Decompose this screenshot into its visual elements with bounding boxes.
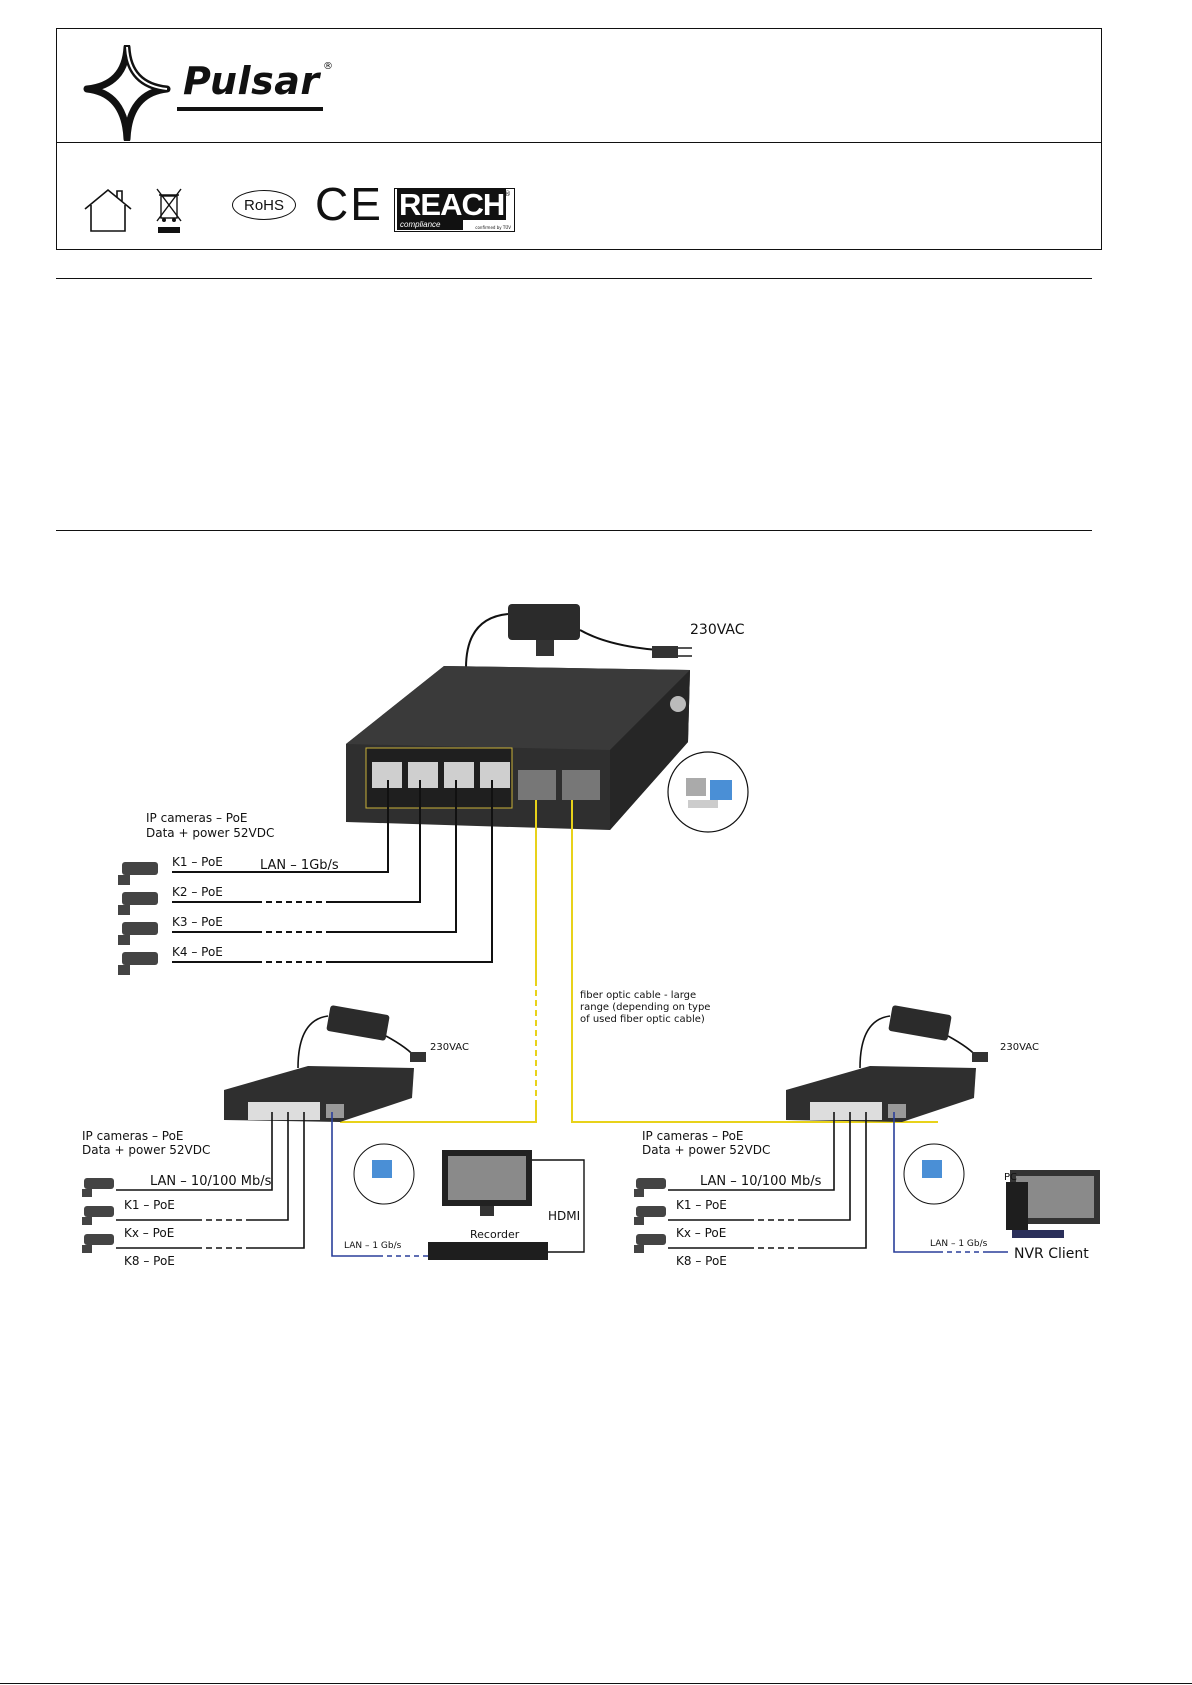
reach-word: REACH <box>397 187 507 222</box>
main-power-adapter <box>465 604 692 669</box>
right-lan-cables <box>668 1112 867 1249</box>
right-lan-label: LAN – 10/100 Mb/s <box>700 1174 822 1189</box>
main-camera-group <box>118 862 158 975</box>
right-power-label: 230VAC <box>1000 1042 1039 1053</box>
right-camera-group <box>634 1178 666 1253</box>
main-lan-label: LAN – 1Gb/s <box>260 858 339 873</box>
main-cameras-title: IP cameras – PoE <box>146 811 248 825</box>
weee-bin-icon <box>156 188 182 233</box>
pc-label: PC <box>1004 1172 1017 1183</box>
hdmi-label: HDMI <box>548 1209 580 1223</box>
left-port-kx: Kx – PoE <box>124 1226 174 1240</box>
house-icon <box>84 188 132 232</box>
registered-mark: ® <box>323 61 333 72</box>
header-divider <box>57 142 1101 143</box>
section-rule-top <box>56 278 1092 279</box>
page-bottom-rule <box>0 1683 1192 1684</box>
main-cameras-sub: Data + power 52VDC <box>146 826 274 840</box>
right-uplink-label: LAN – 1 Gb/s <box>930 1239 988 1249</box>
left-power-label: 230VAC <box>430 1042 469 1053</box>
section-rule-bottom <box>56 530 1092 531</box>
left-cameras-sub: Data + power 52VDC <box>82 1143 210 1157</box>
main-port-k4: K4 – PoE <box>172 945 223 959</box>
left-camera-group <box>82 1178 114 1253</box>
fiber-note-line-3: of used fiber optic cable) <box>580 1014 705 1025</box>
left-switch <box>224 1005 426 1205</box>
right-switch <box>786 1005 988 1205</box>
main-power-label: 230VAC <box>690 622 745 638</box>
header-box: Pulsar ® RoHS CE REACH compliance confir… <box>56 28 1102 250</box>
certification-row: RoHS CE REACH compliance confirmed by TÜ… <box>83 153 603 243</box>
fiber-note-line-2: range (depending on type <box>580 1002 710 1013</box>
reach-compliance: compliance <box>397 220 463 230</box>
main-port-k3: K3 – PoE <box>172 915 223 929</box>
recorder-label: Recorder <box>470 1228 520 1241</box>
reach-confirmed: confirmed by TÜV <box>475 225 511 230</box>
left-uplink-cable <box>331 1112 428 1257</box>
right-uplink-cable <box>893 1112 1008 1253</box>
main-lan-cables <box>172 780 493 963</box>
reach-badge: REACH compliance confirmed by TÜV ® <box>394 188 515 232</box>
fiber-note-line-1: fiber optic cable - large <box>580 990 696 1001</box>
left-recorder <box>428 1150 585 1260</box>
pc-workstation <box>1006 1170 1100 1238</box>
right-cameras-title: IP cameras – PoE <box>642 1129 744 1143</box>
right-port-k8: K8 – PoE <box>676 1254 727 1268</box>
left-lan-label: LAN – 10/100 Mb/s <box>150 1174 272 1189</box>
brand-name: Pulsar <box>183 59 320 103</box>
left-port-k8: K8 – PoE <box>124 1254 175 1268</box>
left-uplink-label: LAN – 1 Gb/s <box>344 1241 402 1251</box>
fiber-cables <box>340 800 938 1123</box>
pulsar-logo: Pulsar ® <box>83 43 333 143</box>
main-port-k2: K2 – PoE <box>172 885 223 899</box>
left-cameras-title: IP cameras – PoE <box>82 1129 184 1143</box>
main-port-k1: K1 – PoE <box>172 855 223 869</box>
brand-underline <box>177 107 323 111</box>
right-cameras-sub: Data + power 52VDC <box>642 1143 770 1157</box>
left-lan-cables <box>116 1112 305 1249</box>
nvr-client-label: NVR Client <box>1014 1246 1089 1262</box>
ce-mark: CE <box>315 178 383 230</box>
right-port-kx: Kx – PoE <box>676 1226 726 1240</box>
reach-registered: ® <box>504 190 511 198</box>
left-port-k1: K1 – PoE <box>124 1198 175 1212</box>
rohs-badge: RoHS <box>232 190 296 220</box>
right-port-k1: K1 – PoE <box>676 1198 727 1212</box>
connection-diagram: 230VAC IP cameras – PoE Data + power 52V… <box>82 604 1100 1268</box>
main-switch <box>346 666 749 833</box>
pulsar-star-icon <box>83 43 171 143</box>
